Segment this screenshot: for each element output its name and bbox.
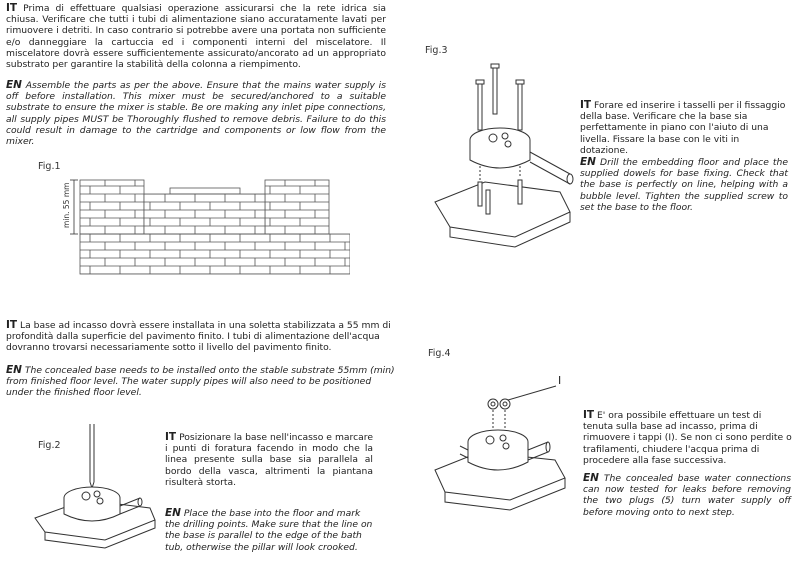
it-tag: IT <box>6 2 18 14</box>
fig4-en-paragraph: EN The concealed base water connections … <box>583 472 791 518</box>
fig4-base-diagram: I <box>430 370 580 520</box>
fig3-base-diagram <box>430 62 580 262</box>
fig1-brick-diagram: min. 55 mm <box>60 178 350 278</box>
fig4-it-paragraph: IT E' ora possibile effettuare un test d… <box>583 409 793 466</box>
it-tag: IT <box>6 319 18 331</box>
intro-it-paragraph: IT Prima di effettuare qualsiasi operazi… <box>6 2 387 71</box>
section1-it-paragraph: IT La base ad incasso dovrà essere insta… <box>6 319 396 354</box>
fig2-base-diagram <box>30 420 160 560</box>
fig2-label: Fig.2 <box>38 440 61 451</box>
it-tag: IT <box>165 431 177 443</box>
en-tag: EN <box>580 156 596 168</box>
intro-en-text: Assemble the parts as per the above. Ens… <box>6 80 386 148</box>
fig4-it-text: E' ora possibile effettuare un test di t… <box>583 410 792 466</box>
fig2-en-paragraph: EN Place the base into the floor and mar… <box>165 507 375 553</box>
intro-it-text: Prima di effettuare qualsiasi operazione… <box>6 3 387 71</box>
fig3-it-paragraph: IT Forare ed inserire i tasselli per il … <box>580 99 790 156</box>
fig1-label: Fig.1 <box>38 161 61 172</box>
section1-en-text: The concealed base needs to be installed… <box>6 365 395 399</box>
fig3-label: Fig.3 <box>425 45 448 56</box>
en-tag: EN <box>6 79 22 91</box>
section1-it-text: La base ad incasso dovrà essere installa… <box>6 320 391 354</box>
fig4-label: Fig.4 <box>428 348 451 359</box>
fig1-dimension-text: min. 55 mm <box>62 183 71 228</box>
fig3-it-text: Forare ed inserire i tasselli per il fis… <box>580 100 786 156</box>
fig4-callout: I <box>558 374 561 387</box>
fig2-it-paragraph: IT Posizionare la base nell'incasso e ma… <box>165 431 374 488</box>
fig2-it-text: Posizionare la base nell'incasso e marca… <box>165 432 374 488</box>
it-tag: IT <box>583 409 595 421</box>
en-tag: EN <box>6 364 22 376</box>
fig3-en-paragraph: EN Drill the embedding floor and place t… <box>580 156 789 213</box>
fig3-en-text: Drill the embedding floor and place the … <box>580 157 789 213</box>
it-tag: IT <box>580 99 592 111</box>
en-tag: EN <box>165 507 181 519</box>
fig2-en-text: Place the base into the floor and mark t… <box>165 508 373 553</box>
en-tag: EN <box>583 472 599 484</box>
intro-en-paragraph: EN Assemble the parts as per the above. … <box>6 79 386 148</box>
section1-en-paragraph: EN The concealed base needs to be instal… <box>6 364 396 399</box>
fig4-en-text: The concealed base water connections can… <box>583 473 791 518</box>
